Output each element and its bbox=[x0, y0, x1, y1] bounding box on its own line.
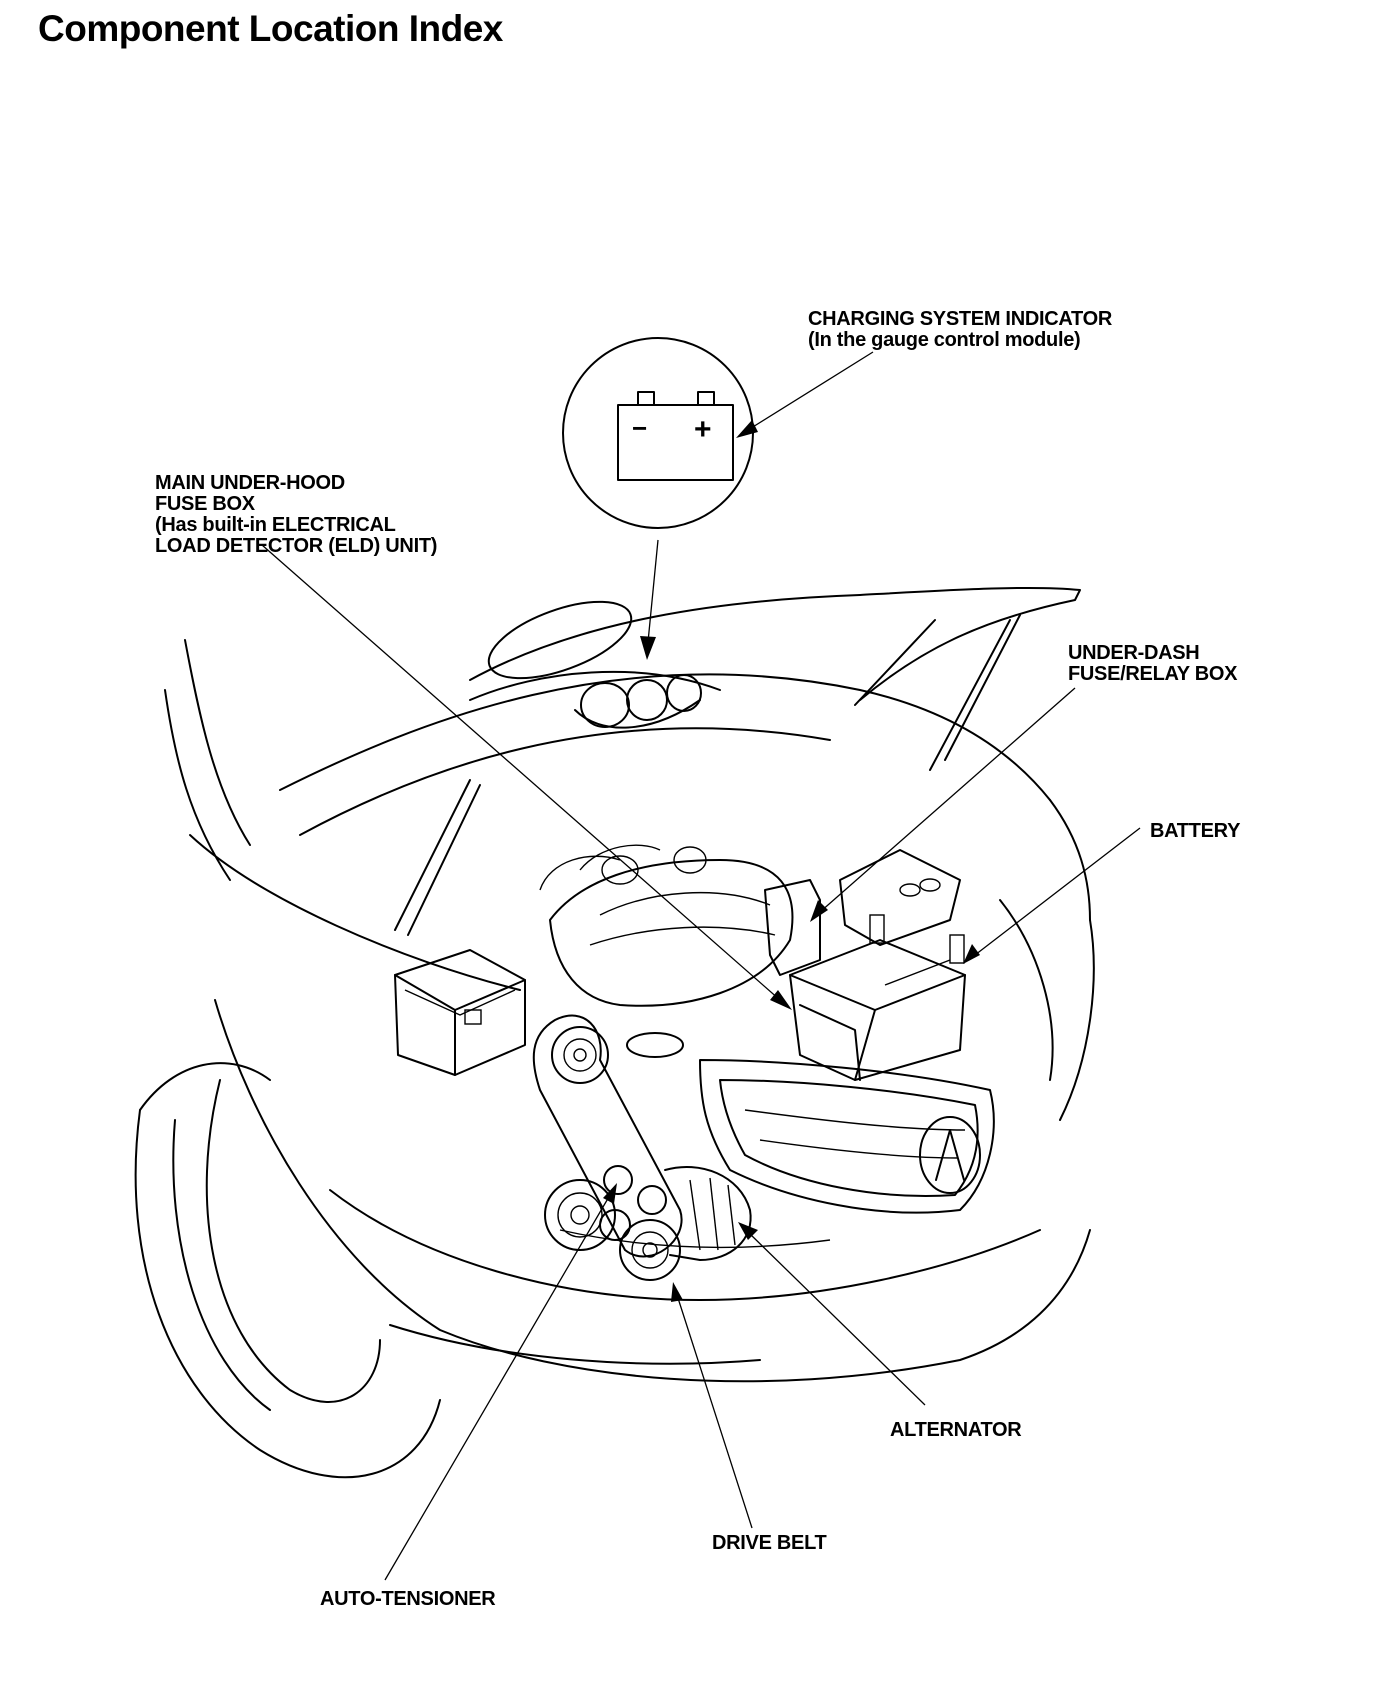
charging-indicator-magnifier: − + bbox=[562, 337, 754, 660]
alternator-label: ALTERNATOR bbox=[890, 1419, 1022, 1441]
main-fuse-box-line-4: LOAD DETECTOR (ELD) UNIT) bbox=[155, 535, 438, 557]
battery-label: BATTERY bbox=[1150, 821, 1240, 842]
engine-components bbox=[394, 844, 966, 1281]
main-under-hood-fuse-box-label: MAIN UNDER-HOOD FUSE BOX (Has built-in E… bbox=[155, 473, 437, 557]
auto-tensioner-label-text: AUTO-TENSIONER bbox=[320, 1588, 496, 1610]
plus-symbol: + bbox=[694, 413, 712, 446]
drive-belt-label: DRIVE BELT bbox=[712, 1532, 827, 1554]
under-dash-line-1: UNDER-DASH bbox=[1068, 642, 1200, 664]
car-body bbox=[134, 586, 1095, 1479]
battery-warning-icon: − + bbox=[617, 391, 734, 481]
drive-belt-label-text: DRIVE BELT bbox=[712, 1532, 827, 1554]
main-fuse-box-line-3: (Has built-in ELECTRICAL bbox=[155, 514, 396, 536]
main-fuse-box-line-2: FUSE BOX bbox=[155, 493, 255, 515]
battery-label-text: BATTERY bbox=[1150, 820, 1241, 842]
main-fuse-box-line-1: MAIN UNDER-HOOD bbox=[155, 472, 345, 494]
alternator-label-text: ALTERNATOR bbox=[890, 1419, 1022, 1441]
under-dash-fuse-relay-box-label: UNDER-DASH FUSE/RELAY BOX bbox=[1068, 643, 1237, 685]
under-dash-line-2: FUSE/RELAY BOX bbox=[1068, 663, 1238, 685]
charging-system-indicator-label: CHARGING SYSTEM INDICATOR (In the gauge … bbox=[808, 309, 1112, 351]
charging-indicator-line-1: CHARGING SYSTEM INDICATOR bbox=[808, 308, 1112, 330]
minus-symbol: − bbox=[632, 413, 647, 443]
leader-lines bbox=[261, 351, 1141, 1581]
page-title: Component Location Index bbox=[38, 8, 503, 49]
charging-indicator-line-2: (In the gauge control module) bbox=[808, 329, 1081, 351]
auto-tensioner-label: AUTO-TENSIONER bbox=[320, 1588, 496, 1610]
